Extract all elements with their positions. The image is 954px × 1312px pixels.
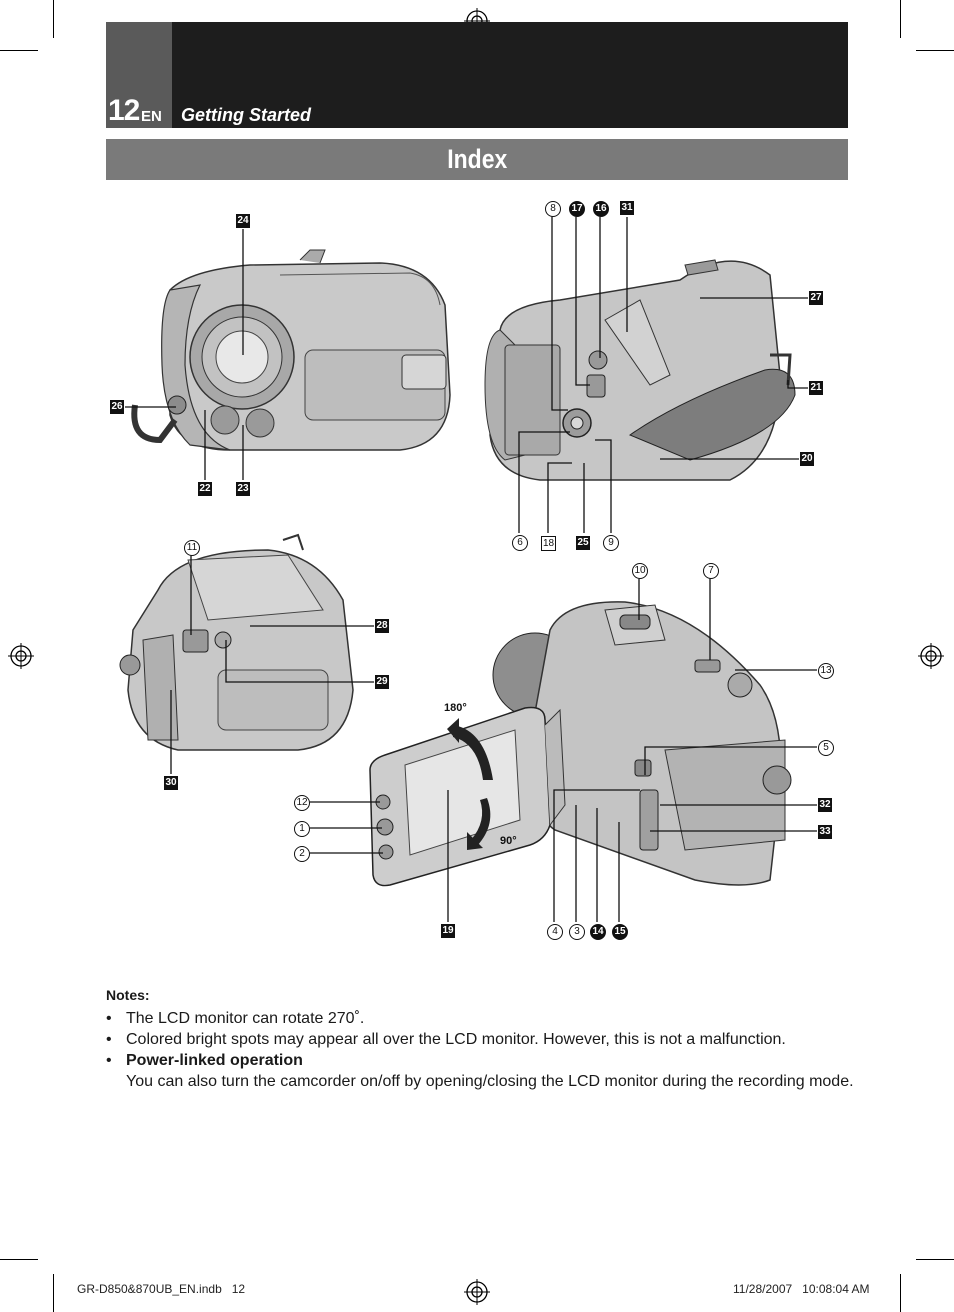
- label-27: 27: [809, 291, 823, 305]
- note-item: •The LCD monitor can rotate 270˚.: [106, 1010, 365, 1027]
- crop-mark: [0, 50, 38, 51]
- label-24: 24: [236, 214, 250, 228]
- rotation-arrow-90-icon: [467, 798, 491, 850]
- label-15: 15: [612, 924, 628, 940]
- header-bar: [106, 22, 848, 128]
- notes-section: Notes: •The LCD monitor can rotate 270˚.…: [106, 985, 866, 1092]
- label-29: 29: [375, 675, 389, 689]
- label-14: 14: [590, 924, 606, 940]
- note-item: •Colored bright spots may appear all ove…: [106, 1031, 786, 1048]
- label-32: 32: [818, 798, 832, 812]
- label-2: 2: [294, 846, 310, 862]
- label-1: 1: [294, 821, 310, 837]
- footer-file: GR-D850&870UB_EN.indb 12: [77, 1282, 246, 1296]
- label-4: 4: [547, 924, 563, 940]
- label-31: 31: [620, 201, 634, 215]
- label-30: 30: [164, 776, 178, 790]
- label-25: 25: [576, 536, 590, 550]
- label-23: 23: [236, 482, 250, 496]
- rotation-180-label: 180°: [444, 702, 467, 714]
- page-number: 12: [108, 94, 140, 127]
- label-22: 22: [198, 482, 212, 496]
- rotation-arrow-180-icon: [447, 718, 493, 780]
- label-9: 9: [603, 535, 619, 551]
- rotation-90-label: 90°: [500, 835, 517, 847]
- label-19: 19: [441, 924, 455, 938]
- page-language: EN: [141, 108, 162, 125]
- label-33: 33: [818, 825, 832, 839]
- registration-mark-icon: [464, 1279, 490, 1305]
- label-7: 7: [703, 563, 719, 579]
- label-12: 12: [294, 795, 310, 811]
- header-tab: [106, 22, 172, 128]
- note-text: You can also turn the camcorder on/off b…: [126, 1073, 854, 1090]
- label-21: 21: [809, 381, 823, 395]
- registration-mark-icon: [918, 643, 944, 669]
- label-10: 10: [632, 563, 648, 579]
- camcorder-front-illustration: [131, 249, 451, 451]
- registration-mark-icon: [8, 643, 34, 669]
- footer-datetime: 11/28/2007 10:08:04 AM: [733, 1282, 870, 1296]
- note-text: The LCD monitor can rotate 270˚.: [126, 1010, 365, 1027]
- label-13: 13: [818, 663, 834, 679]
- camcorder-rear-illustration: [484, 259, 796, 481]
- camcorder-bottom-illustration: [119, 533, 354, 751]
- label-17: 17: [569, 201, 585, 217]
- crop-mark: [916, 50, 954, 51]
- label-16: 16: [593, 201, 609, 217]
- page-title: Index: [447, 144, 507, 174]
- label-26: 26: [110, 400, 124, 414]
- crop-mark: [900, 0, 901, 38]
- crop-mark: [0, 1259, 38, 1260]
- label-8: 8: [545, 201, 561, 217]
- crop-mark: [900, 1274, 901, 1312]
- note-subheading: Power-linked operation: [126, 1052, 303, 1069]
- label-18: 18: [541, 536, 556, 551]
- label-20: 20: [800, 452, 814, 466]
- notes-list: •The LCD monitor can rotate 270˚. •Color…: [106, 1008, 866, 1092]
- crop-mark: [53, 0, 54, 38]
- notes-heading: Notes:: [106, 987, 150, 1003]
- section-title: Getting Started: [181, 105, 312, 125]
- label-3: 3: [569, 924, 585, 940]
- label-11: 11: [184, 540, 200, 556]
- crop-mark: [53, 1274, 54, 1312]
- label-28: 28: [375, 619, 389, 633]
- label-6: 6: [512, 535, 528, 551]
- index-title-bar: Index: [106, 139, 848, 180]
- crop-mark: [916, 1259, 954, 1260]
- note-text: Colored bright spots may appear all over…: [126, 1031, 786, 1048]
- camcorder-open-lcd-illustration: [369, 601, 792, 887]
- label-5: 5: [818, 740, 834, 756]
